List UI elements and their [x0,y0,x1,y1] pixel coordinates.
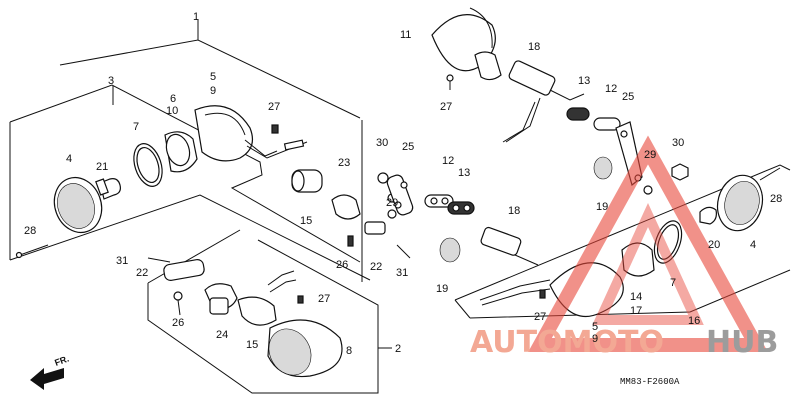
label-2: 2 [395,343,401,355]
label-19-right: 19 [596,201,608,213]
label-28: 28 [24,225,36,237]
label-20: 20 [708,239,720,251]
label-30-right: 30 [672,137,684,149]
label-11: 11 [400,29,411,41]
left-lamp-assembly [15,105,308,259]
diagram-code: MM83-F2600A [620,377,680,387]
label-19: 19 [436,283,448,295]
label-18: 18 [528,41,540,53]
label-12: 12 [605,83,617,95]
label-22-center: 22 [370,261,382,273]
label-5: 5 [210,71,216,83]
label-29-right: 29 [644,149,656,161]
label-4-right: 4 [750,239,756,251]
label-9: 9 [210,85,216,97]
label-3: 3 [108,75,114,87]
watermark-suffix: HUB [706,325,778,360]
label-27-lower: 27 [318,293,330,305]
label-29: 29 [386,197,398,209]
label-27-upper: 27 [440,101,452,113]
label-26-center: 26 [336,259,348,271]
upper-right-lamp-assembly [431,7,689,195]
label-31: 31 [116,255,128,267]
watermark-prefix: AUTOMOTO [470,325,664,360]
label-28-right: 28 [770,193,782,205]
label-24: 24 [216,329,228,341]
center-left-parts [291,169,539,266]
label-9-right: 9 [592,333,598,345]
label-17: 17 [630,305,642,317]
part-labels: 1 2 3 4 4 5 9 5 9 6 10 7 7 8 11 12 12 13… [24,11,782,357]
label-23: 23 [338,157,350,169]
group-outlines [9,20,791,394]
label-22: 22 [136,267,148,279]
label-15: 15 [300,215,312,227]
label-13: 13 [578,75,590,87]
label-16: 16 [688,315,700,327]
label-12-center: 12 [442,155,454,167]
label-4: 4 [66,153,72,165]
label-8: 8 [346,345,352,357]
label-27: 27 [268,101,280,113]
label-21: 21 [96,161,108,173]
label-25: 25 [402,141,414,153]
label-27-right: 27 [534,311,546,323]
front-arrow: FR. [30,354,70,390]
watermark-triangle [528,135,768,352]
label-13-center: 13 [458,167,470,179]
front-arrow-icon [30,368,64,390]
lower-left-lamp-assembly [147,257,343,378]
label-30: 30 [376,137,388,149]
label-7: 7 [133,121,139,133]
label-5-right: 5 [592,321,598,333]
label-18-center: 18 [508,205,520,217]
label-10: 10 [166,105,178,117]
watermark: AUTOMOTO HUB [470,135,778,360]
right-lamp-assembly [479,167,781,318]
label-31-center: 31 [396,267,408,279]
label-6: 6 [170,93,176,105]
front-arrow-label: FR. [53,354,70,368]
label-26: 26 [172,317,184,329]
label-14: 14 [630,291,642,303]
label-7-right: 7 [670,277,676,289]
label-1: 1 [193,11,199,23]
label-15-lower: 15 [246,339,258,351]
label-25-right: 25 [622,91,634,103]
